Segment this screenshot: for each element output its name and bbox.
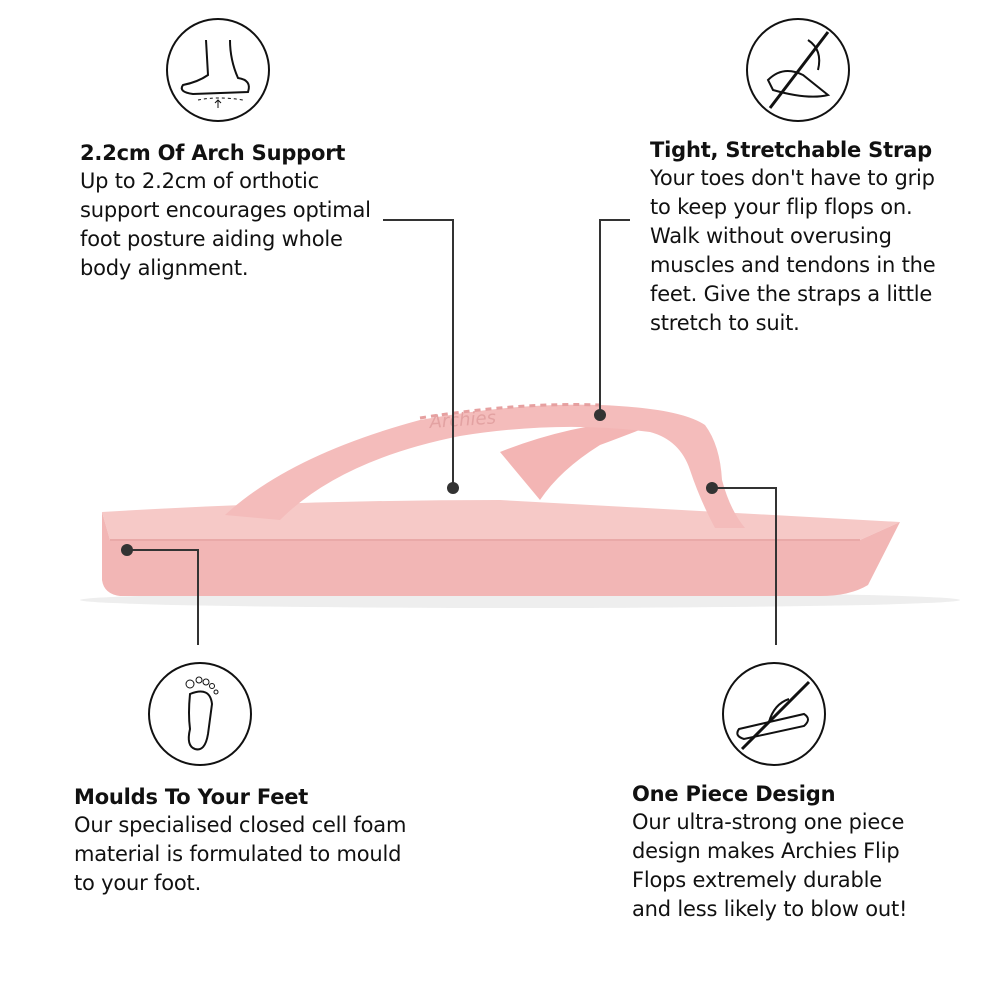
callout-dot-mould [121, 544, 133, 556]
no-toe-grip-icon [746, 18, 850, 122]
foot-arch-icon [166, 18, 270, 122]
no-blowout-icon [722, 662, 826, 766]
feature-moulds: Moulds To Your Feet Our specialised clos… [74, 783, 424, 898]
callout-dot-arch [447, 482, 459, 494]
callout-line-one-piece [712, 487, 777, 645]
feature-body: Our ultra-strong one piece design makes … [632, 810, 908, 921]
callout-line-arch [383, 219, 454, 488]
feature-stretch-strap: Tight, Stretchable Strap Your toes don't… [650, 136, 960, 338]
feature-body: Your toes don't have to grip to keep you… [650, 166, 936, 335]
feature-body: Our specialised closed cell foam materia… [74, 813, 407, 895]
footprint-icon [148, 662, 252, 766]
feature-arch-support: 2.2cm Of Arch Support Up to 2.2cm of ort… [80, 139, 380, 283]
callout-line-mould [127, 549, 199, 645]
feature-title: 2.2cm Of Arch Support [80, 141, 346, 165]
feature-body: Up to 2.2cm of orthotic support encourag… [80, 169, 371, 280]
callout-dot-one-piece [706, 482, 718, 494]
feature-one-piece: One Piece Design Our ultra-strong one pi… [632, 780, 922, 924]
callout-line-strap [599, 219, 630, 415]
feature-title: Moulds To Your Feet [74, 785, 309, 809]
feature-title: One Piece Design [632, 782, 836, 806]
feature-title: Tight, Stretchable Strap [650, 138, 932, 162]
brand-emboss: Archies [428, 407, 497, 433]
callout-dot-strap [594, 409, 606, 421]
